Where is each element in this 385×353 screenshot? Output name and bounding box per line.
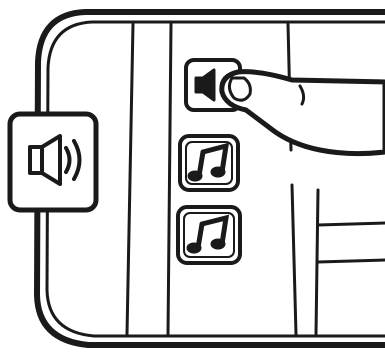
bottom-button-body [176, 205, 242, 265]
seam-4 [290, 183, 298, 336]
bottom-button-inner [183, 212, 235, 258]
seam-2 [166, 22, 173, 336]
seam-1 [125, 22, 135, 336]
music-note-icon [187, 142, 230, 182]
seam-6 [316, 221, 385, 227]
fingernail [227, 76, 252, 102]
seam-7 [316, 258, 385, 264]
music-button-middle[interactable] [178, 134, 240, 192]
music-button-bottom[interactable] [176, 205, 242, 265]
pointing-finger [219, 69, 385, 157]
middle-button-inner [185, 141, 233, 185]
side-volume-button[interactable] [7, 111, 99, 213]
speaker-volume-icon [28, 134, 82, 186]
finger-crease [298, 84, 306, 106]
speaker-volume-icon [194, 68, 216, 102]
finger-shape [219, 69, 385, 157]
music-note-icon [186, 214, 230, 254]
